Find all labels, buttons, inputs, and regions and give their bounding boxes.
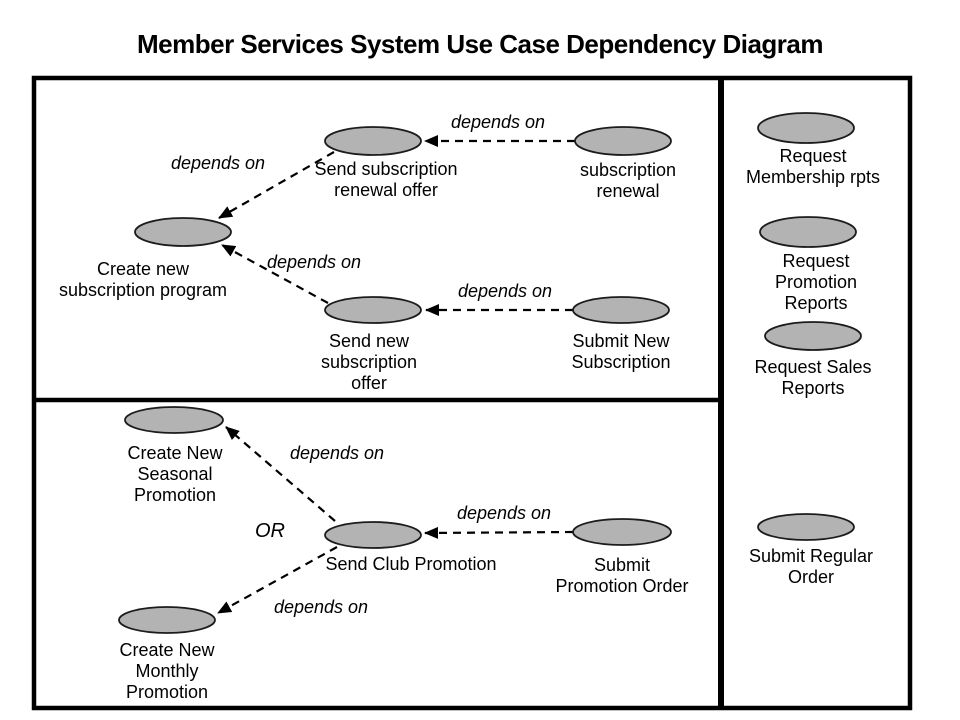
or-label: OR — [255, 520, 285, 542]
use-case-ellipse-send-club-promotion — [324, 521, 422, 549]
dependency-arrow-send-club-promotion-to-create-new-seasonal-promotion — [225, 426, 336, 522]
use-case-ellipse-request-membership-rpts — [757, 112, 855, 144]
use-case-label-request-sales-reports: Request Sales Reports — [754, 357, 872, 398]
dependency-label: depends on — [450, 112, 546, 132]
dependency-label: depends on — [456, 503, 552, 523]
use-case-label-submit-new-subscription: Submit New Subscription — [571, 331, 671, 372]
use-case-ellipse-subscription-renewal — [574, 126, 672, 156]
use-case-label-submit-regular-order: Submit Regular Order — [748, 546, 874, 587]
diagram-title: Member Services System Use Case Dependen… — [136, 29, 824, 59]
dependency-label: depends on — [289, 443, 385, 463]
use-case-ellipse-submit-regular-order — [757, 513, 855, 541]
dependency-arrow-send-club-promotion-to-create-new-monthly-promotion — [217, 546, 338, 614]
dependency-label: depends on — [170, 153, 266, 173]
use-case-ellipse-create-new-subscription-program — [134, 217, 232, 247]
use-case-ellipse-create-new-seasonal-promotion — [124, 406, 224, 434]
use-case-ellipse-create-new-monthly-promotion — [118, 606, 216, 634]
use-case-ellipse-send-subscription-renewal-offer — [324, 126, 422, 156]
use-case-label-create-new-seasonal-promotion: Create New Seasonal Promotion — [127, 443, 223, 505]
use-case-label-subscription-renewal: subscription renewal — [579, 160, 677, 201]
use-case-label-submit-promotion-order: Submit Promotion Order — [555, 555, 689, 596]
use-case-label-create-new-subscription-program: Create new subscription program — [58, 259, 228, 300]
use-case-ellipse-request-promotion-reports — [759, 216, 857, 248]
use-case-label-request-promotion-reports: Request Promotion Reports — [774, 251, 858, 313]
use-case-label-create-new-monthly-promotion: Create New Monthly Promotion — [119, 640, 215, 702]
dependency-arrow-submit-promotion-order-to-send-club-promotion — [424, 526, 574, 539]
use-case-label-send-new-subscription-offer: Send new subscription offer — [320, 331, 418, 393]
use-case-ellipse-send-new-subscription-offer — [324, 296, 422, 324]
dependency-label: depends on — [273, 597, 369, 617]
dependency-arrow-send-new-subscription-offer-to-create-new-subscription-program — [221, 244, 329, 304]
use-case-label-send-subscription-renewal-offer: Send subscription renewal offer — [314, 159, 458, 200]
use-case-ellipse-request-sales-reports — [764, 321, 862, 351]
dependency-label: depends on — [457, 281, 553, 301]
dependency-label: depends on — [266, 252, 362, 272]
use-case-label-request-membership-rpts: Request Membership rpts — [745, 146, 881, 187]
use-case-ellipse-submit-promotion-order — [572, 518, 672, 546]
use-case-ellipse-submit-new-subscription — [572, 296, 670, 324]
use-case-label-send-club-promotion: Send Club Promotion — [325, 554, 497, 574]
diagram-outer-frame — [31, 75, 913, 711]
